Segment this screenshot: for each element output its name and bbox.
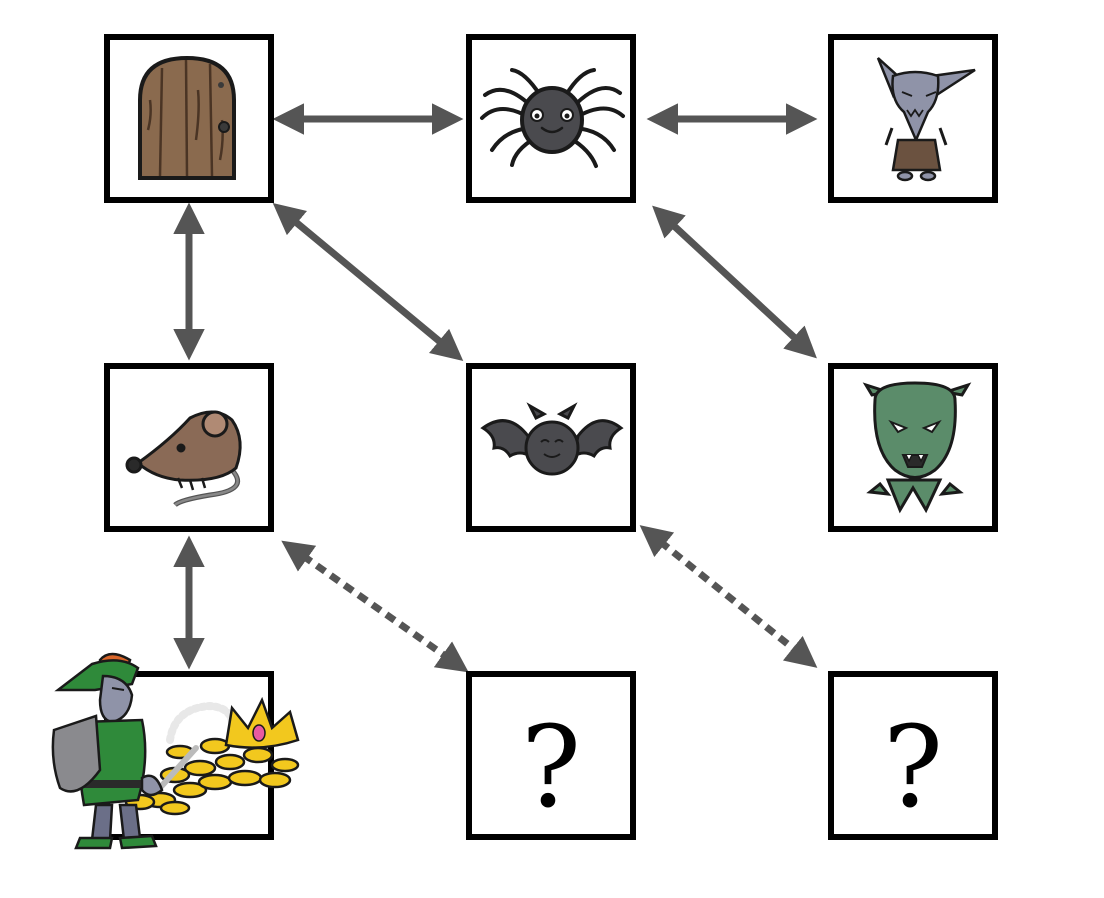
unknown-node-label: ? (883, 703, 943, 833)
arrow-spider-goblin (652, 205, 817, 359)
node-box-imp (828, 34, 998, 203)
node-box-unknown-1 (466, 671, 636, 840)
node-box-unknown-2 (828, 671, 998, 840)
bat-icon (480, 402, 624, 476)
door-icon (138, 55, 236, 180)
arrow-bat-unknown-dashed (639, 525, 818, 668)
node-box-rat (104, 363, 274, 532)
knight-with-treasure-icon (51, 652, 300, 850)
goblin-icon (862, 381, 972, 514)
arrow-rat-unknown-dashed (281, 540, 469, 673)
spider-icon (480, 68, 625, 168)
unknown-node-label: ? (521, 703, 581, 833)
rat-icon (125, 410, 242, 507)
arrow-door-bat (272, 202, 464, 362)
imp-icon (876, 57, 976, 182)
